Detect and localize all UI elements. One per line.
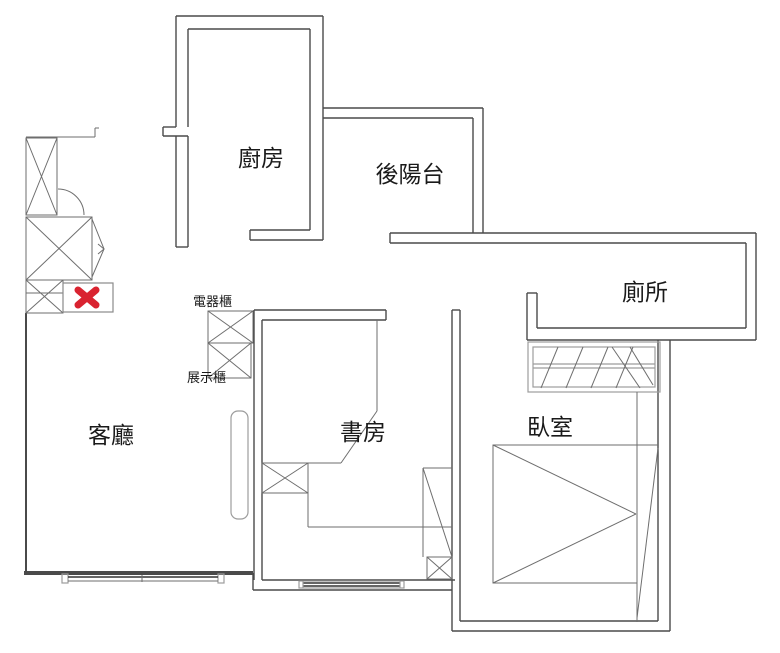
folding-front	[91, 218, 105, 278]
cabinet-x-small	[25, 279, 64, 314]
study-label: 書房	[340, 419, 386, 445]
study-closet	[422, 467, 453, 580]
display-cabinet	[207, 342, 252, 379]
study-cabinet-x	[261, 462, 309, 494]
toilet-walls	[389, 232, 757, 341]
back-balcony-label: 後陽台	[376, 161, 445, 187]
kitchen-walls	[162, 15, 324, 248]
entry-corridor	[252, 573, 452, 591]
study-walls	[253, 309, 455, 581]
bedroom-door-panel	[636, 392, 659, 622]
cabinet-x-large	[25, 216, 93, 281]
kitchen-label: 廚房	[238, 145, 284, 171]
bedroom-label: 臥室	[527, 414, 573, 440]
counter-arc	[57, 188, 85, 216]
living-room-walls	[24, 313, 253, 584]
electrical-cabinet	[207, 310, 254, 344]
red-cross-mark	[74, 286, 100, 309]
cabinet-x-tall	[25, 137, 58, 216]
balcony-walls	[323, 107, 484, 233]
pocket-door-panel	[230, 410, 249, 520]
display-cabinet-label: 展示櫃	[187, 370, 226, 385]
living-room-label: 客廳	[88, 422, 134, 448]
toilet-label: 廁所	[622, 279, 668, 305]
removed-item-box	[62, 282, 114, 313]
left-cabinet-run	[25, 127, 114, 314]
living-room-window	[61, 573, 225, 584]
electrical-cabinet-label: 電器櫃	[193, 294, 232, 309]
study-sliding-door	[298, 580, 405, 589]
bed	[492, 444, 658, 584]
bedroom-wardrobe	[527, 341, 661, 393]
